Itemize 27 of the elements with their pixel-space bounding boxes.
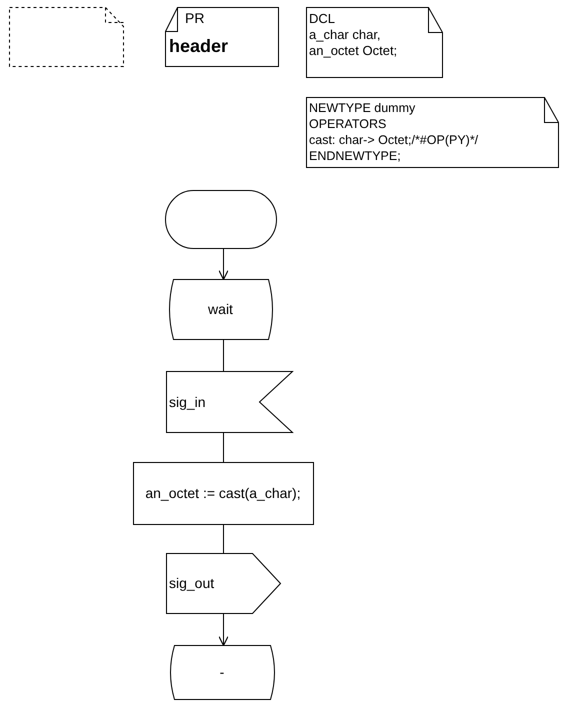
- code-line: a_char char,: [309, 27, 381, 42]
- start-symbol: [165, 190, 276, 248]
- code-line: cast: char-> Octet;/*#OP(PY)*/: [309, 133, 478, 148]
- flow-line: [223, 432, 224, 463]
- output-signal-box: [166, 553, 280, 613]
- comment-note: [9, 7, 123, 66]
- symbol-label: wait: [207, 301, 234, 317]
- task-box: [133, 462, 313, 524]
- procedure-name: header: [169, 35, 228, 57]
- code-line: DCL: [309, 11, 336, 26]
- arrow: [218, 248, 229, 280]
- symbol-label: sig_in: [169, 394, 206, 410]
- symbol-label: -: [218, 664, 226, 680]
- flow-line: [223, 339, 224, 372]
- code-line: an_octet Octet;: [309, 43, 398, 58]
- symbol-label: sig_out: [169, 575, 214, 591]
- declaration-note: [306, 7, 442, 77]
- code-line: OPERATORS: [309, 117, 386, 132]
- procedure-header-box: [165, 7, 278, 66]
- symbol-label: an_octet := cast(a_char);: [144, 485, 302, 501]
- code-line: NEWTYPE dummy: [309, 101, 416, 116]
- flow-line: [223, 524, 224, 554]
- input-signal-box: [166, 371, 292, 432]
- arrow: [218, 613, 229, 646]
- code-line: ENDNEWTYPE;: [309, 149, 401, 164]
- procedure-keyword: PR: [185, 11, 204, 26]
- type-definition-note: [306, 97, 558, 167]
